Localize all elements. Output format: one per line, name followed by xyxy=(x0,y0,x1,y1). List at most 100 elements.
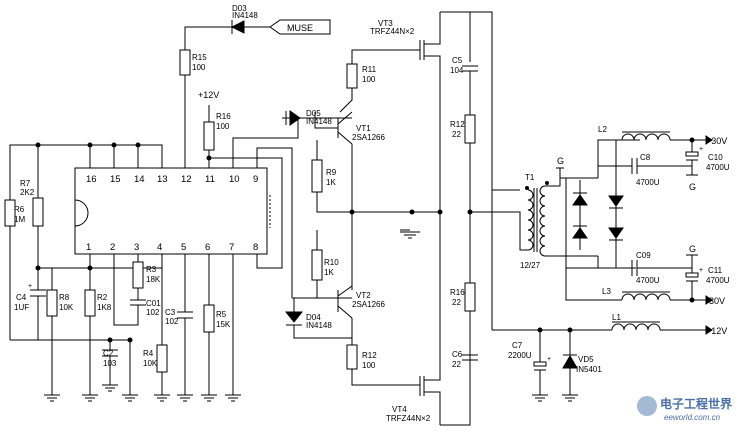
pin-12: 12 xyxy=(181,174,192,185)
svg-text:+: + xyxy=(28,283,32,290)
g3-label: G xyxy=(689,244,696,254)
r2-body xyxy=(84,289,96,317)
r12b-val: 22 xyxy=(452,130,461,139)
r16a-val: 100 xyxy=(216,122,230,131)
transformer-t1 xyxy=(470,178,561,257)
r3-label: R3 xyxy=(146,265,157,274)
r8-val: 10K xyxy=(59,303,74,312)
r3-val: 18K xyxy=(146,275,161,284)
pin-5: 5 xyxy=(181,242,186,253)
pin-2: 2 xyxy=(110,242,115,253)
ratio-label: 12/27 xyxy=(520,261,541,270)
vt3-part: TRFZ44N×2 xyxy=(370,27,415,36)
c6-label: C6 xyxy=(452,350,463,359)
d05-part: IN4148 xyxy=(306,117,332,126)
c8-label: C8 xyxy=(640,153,651,162)
pin-8: 8 xyxy=(253,242,258,253)
r8-label: R8 xyxy=(59,293,70,302)
r9-val: 1K xyxy=(326,178,336,187)
r12b-label: R12 xyxy=(450,120,465,129)
r4-label: R4 xyxy=(143,349,154,358)
pin-16: 16 xyxy=(86,174,97,185)
c09-val: 4700U xyxy=(636,276,660,285)
c10-label: C10 xyxy=(708,153,723,162)
c4-label: C4 xyxy=(16,293,27,302)
muse-input-flag xyxy=(269,19,331,35)
r12a-label: R12 xyxy=(362,351,377,360)
r8-body xyxy=(46,289,58,317)
c6-val: 22 xyxy=(452,360,461,369)
r9-label: R9 xyxy=(326,168,337,177)
r16a-body xyxy=(203,121,215,151)
p12-label: +12V xyxy=(706,326,727,336)
g1-label: G xyxy=(557,156,564,166)
pin-11: 11 xyxy=(205,174,215,185)
c01-label: C01 xyxy=(146,299,161,308)
driver-stage xyxy=(282,49,443,386)
c4-val: 1UF xyxy=(14,303,29,312)
r16b-label: R16 xyxy=(450,288,465,297)
r6-body xyxy=(4,199,16,227)
pin-1: 1 xyxy=(86,242,91,253)
r5-body xyxy=(203,304,215,333)
ic-pin-labels-bottom: 1 2 3 4 5 6 7 8 xyxy=(86,242,258,253)
p30-label: +30V xyxy=(706,136,727,146)
vt1-part: 2SA1266 xyxy=(352,133,385,142)
output-filters: + + + xyxy=(492,131,713,402)
r3-body xyxy=(132,261,144,289)
pin-14: 14 xyxy=(134,174,145,185)
r9-body xyxy=(311,159,323,193)
pin-3: 3 xyxy=(134,242,139,253)
pin-13: 13 xyxy=(157,174,168,185)
muse-label: MUSE xyxy=(287,23,313,33)
l1-label: L1 xyxy=(612,313,621,322)
vt4-label: VT4 xyxy=(392,405,407,414)
r16b-val: 22 xyxy=(452,298,461,307)
l3-label: L3 xyxy=(602,287,611,296)
watermark-brand: 电子工程世界 xyxy=(660,396,732,411)
r5-label: R5 xyxy=(216,310,227,319)
c5-label: C5 xyxy=(452,56,463,65)
r7-body xyxy=(32,197,44,227)
c11-val: 4700U xyxy=(706,276,730,285)
pin-4: 4 xyxy=(157,242,162,253)
t1-label: T1 xyxy=(525,173,535,182)
pin-7: 7 xyxy=(229,242,234,253)
r4-body xyxy=(156,344,168,373)
svg-text:+: + xyxy=(699,267,703,274)
svg-text:+: + xyxy=(699,146,703,153)
r11-label: R11 xyxy=(362,65,377,74)
r16b-body xyxy=(464,282,476,312)
d05-label: D05 xyxy=(306,109,321,118)
r16a-label: R16 xyxy=(216,112,231,121)
c11-label: C11 xyxy=(708,266,723,275)
r6-val: 1M xyxy=(14,215,25,224)
component-labels: MUSE D03 IN4148 R15 100 +12V R16 100 R7 … xyxy=(14,4,730,423)
r15-body xyxy=(179,49,191,76)
n30-label: -30V xyxy=(706,296,725,306)
ic-wiring xyxy=(9,26,299,395)
d03-part: IN4148 xyxy=(232,11,258,20)
r5-val: 15K xyxy=(216,320,231,329)
r2-label: R2 xyxy=(97,293,108,302)
c10-val: 4700U xyxy=(706,163,730,172)
g2-label: G xyxy=(689,182,696,192)
vt4-part: TRFZ44N×2 xyxy=(386,414,431,423)
r12a-val: 100 xyxy=(362,361,376,370)
pin-6: 6 xyxy=(205,242,210,253)
pin-9: 9 xyxy=(253,174,258,185)
d04-label: D04 xyxy=(306,313,321,322)
r10-label: R10 xyxy=(324,258,339,267)
c5-val: 104 xyxy=(450,66,464,75)
r2-val: 1K8 xyxy=(97,303,112,312)
pin-15: 15 xyxy=(110,174,121,185)
v12-top-label: +12V xyxy=(198,90,219,100)
r12b-body xyxy=(464,114,476,144)
vt2-label: VT2 xyxy=(356,291,371,300)
ic-pin-labels-top: 16 15 14 13 12 11 10 9 xyxy=(86,174,258,185)
d04-part: IN4148 xyxy=(306,321,332,330)
r10-body xyxy=(311,249,323,281)
vt3-label: VT3 xyxy=(378,19,393,28)
c7-val: 2200U xyxy=(508,351,532,360)
r12a-body xyxy=(346,344,358,370)
